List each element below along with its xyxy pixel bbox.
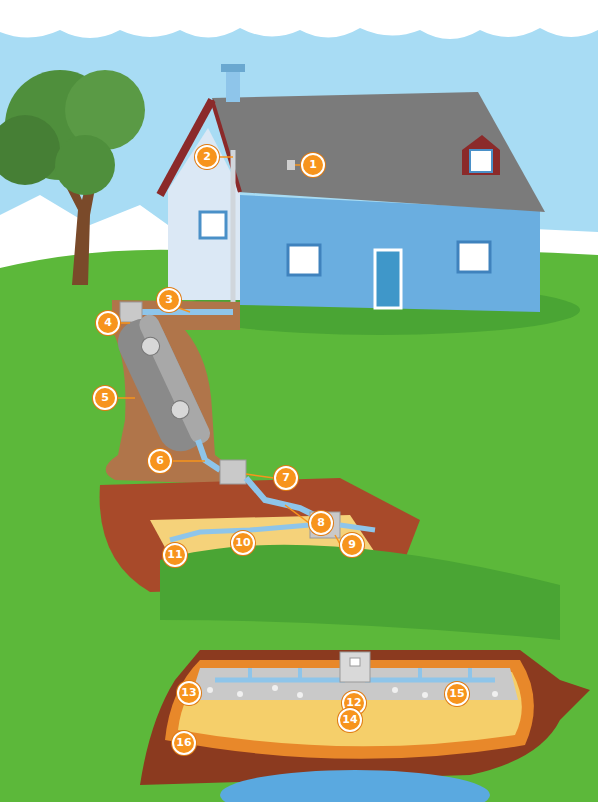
roof	[212, 92, 545, 212]
leader-line	[246, 474, 274, 478]
tank-manhole	[168, 398, 192, 422]
tank-top	[136, 311, 213, 446]
gravel-stone	[492, 691, 498, 697]
distribution-box	[220, 460, 246, 484]
pipe-stub	[468, 668, 472, 680]
callout-number: 9	[340, 533, 364, 557]
callout-number: 4	[96, 311, 120, 335]
tree-canopy	[55, 135, 115, 195]
leader-line	[285, 505, 309, 523]
callout-number: 10	[231, 531, 255, 555]
leader-lines	[117, 157, 340, 544]
callout-number: 13	[177, 681, 201, 705]
tank-inlet-box	[120, 302, 142, 322]
box-lid	[350, 658, 360, 666]
pipe-stub	[248, 668, 252, 680]
front-wall	[240, 195, 540, 312]
window	[458, 242, 490, 272]
pipe-stub	[298, 668, 302, 680]
distribution-box	[310, 512, 340, 538]
roof-trim	[212, 100, 240, 192]
roof-vent	[287, 160, 295, 170]
pipe-stub	[418, 668, 422, 680]
callout-number: 14	[338, 708, 362, 732]
dormer-window	[470, 150, 492, 172]
soil	[140, 650, 590, 785]
lateral-pipe	[340, 525, 375, 530]
gravel-stone	[422, 692, 428, 698]
dormer	[462, 135, 500, 175]
tank-manhole	[139, 334, 163, 358]
callout-number: 1	[301, 153, 325, 177]
grass-mound	[160, 545, 560, 640]
gravel-stone	[272, 685, 278, 691]
septic-tank	[111, 311, 214, 458]
leader-line	[172, 460, 205, 462]
lateral-pipe	[365, 678, 495, 683]
gravel-stone	[392, 687, 398, 693]
cloud-band	[0, 0, 598, 39]
leader-line	[120, 322, 130, 324]
callout-number: 6	[148, 449, 172, 473]
grass	[0, 250, 598, 802]
groundwater	[220, 770, 490, 802]
door	[375, 250, 401, 308]
pipe	[198, 440, 220, 470]
gravel-stone	[237, 691, 243, 697]
trench	[106, 300, 250, 485]
lateral-pipe	[215, 678, 345, 683]
callout-number: 7	[274, 466, 298, 490]
callout-number: 16	[172, 731, 196, 755]
pipe	[140, 309, 233, 315]
callout-number: 5	[93, 386, 117, 410]
tank-body	[111, 311, 214, 458]
chimney-vent	[226, 70, 240, 102]
gravel-stone	[207, 687, 213, 693]
tree-canopy	[0, 115, 60, 185]
window	[200, 212, 226, 238]
chimney-cap	[221, 64, 245, 72]
callout-number: 15	[445, 682, 469, 706]
callout-number: 3	[157, 288, 181, 312]
vent-stack	[231, 150, 236, 312]
leader-line	[219, 156, 233, 158]
gravel-stone	[297, 692, 303, 698]
callout-number: 8	[309, 511, 333, 535]
callout-number: 2	[195, 145, 219, 169]
window	[288, 245, 320, 275]
leader-line	[117, 397, 135, 399]
callout-number: 11	[163, 543, 187, 567]
distribution-box	[340, 652, 370, 682]
